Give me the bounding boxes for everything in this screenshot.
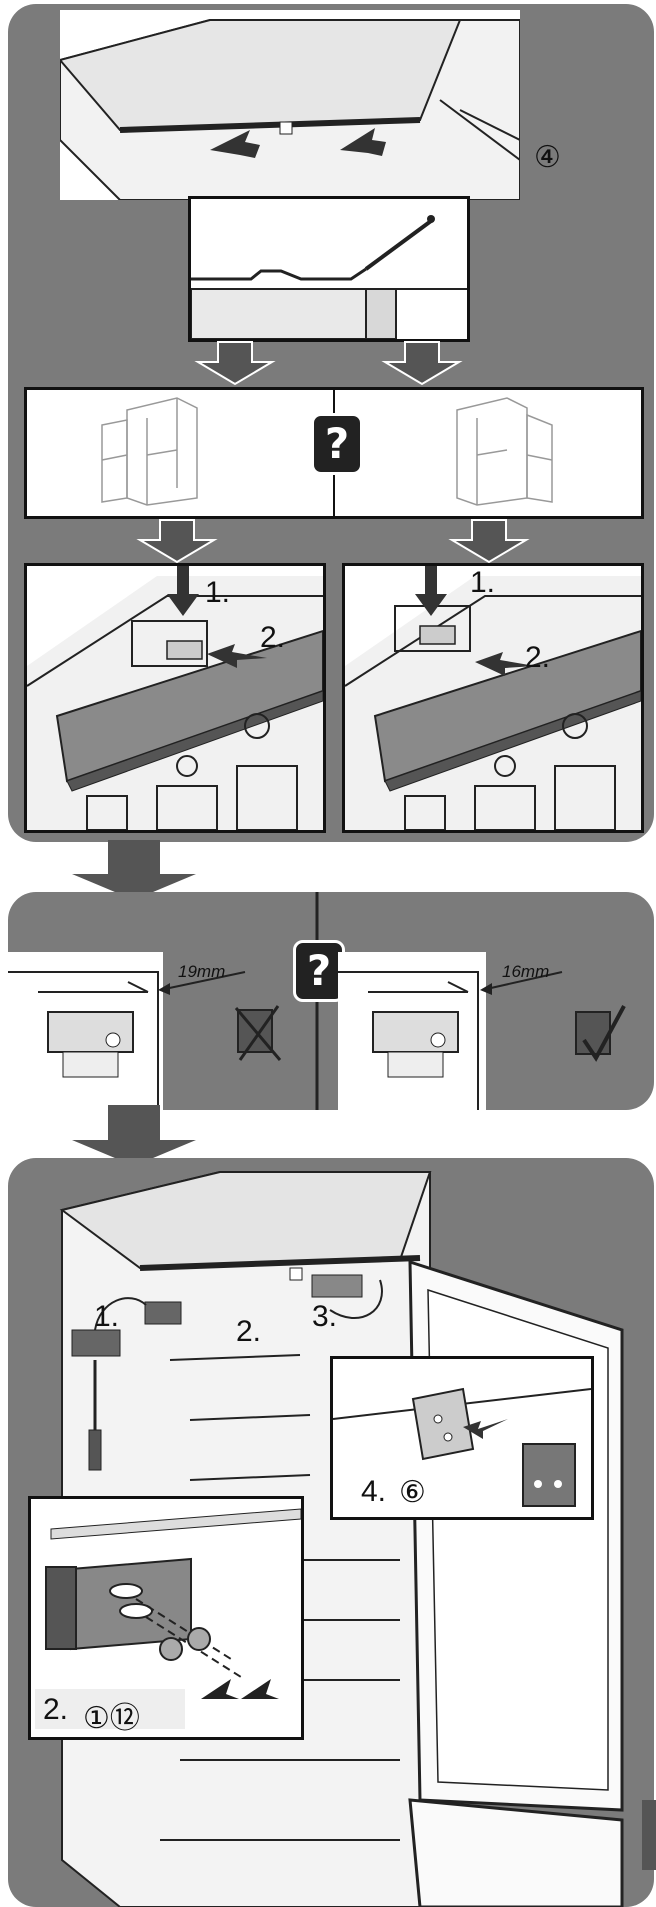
hinge-cover-step-number: 4. xyxy=(361,1475,386,1509)
hinge-detail-drawing xyxy=(191,199,467,339)
part-numbers-1-12: ①⑫ xyxy=(83,1693,140,1737)
right-hinge-measure-drawing xyxy=(338,952,486,1110)
screws-label: 2. xyxy=(236,1315,261,1349)
slide-cover-label: 3. xyxy=(312,1300,337,1334)
measure-label-16mm: 16mm xyxy=(502,962,549,982)
measure-label-19mm: 19mm xyxy=(178,962,225,982)
screw-detail-inset: 2. ①⑫ xyxy=(28,1496,304,1740)
press-step-label: 1. xyxy=(470,566,495,600)
cross-mark-icon xyxy=(234,1002,286,1064)
step-badge: ④ xyxy=(534,140,561,175)
remove-cover-label: 1. xyxy=(94,1300,119,1334)
hinge-detail-box xyxy=(188,196,470,342)
left-measure-illustration xyxy=(8,952,163,1110)
question-mark-icon: ? xyxy=(311,413,363,475)
right-hinge-option: 1. 2. xyxy=(342,563,644,833)
press-step-label: 1. xyxy=(205,576,230,610)
fridge-top-drawing xyxy=(60,10,520,200)
left-hinge-drawing xyxy=(27,566,323,830)
push-step-label: 2. xyxy=(260,621,285,655)
fridge-top-illustration xyxy=(60,10,520,200)
left-hinge-option: 1. 2. xyxy=(24,563,326,833)
left-hinge-measure-drawing xyxy=(8,952,163,1110)
check-mark-icon xyxy=(572,1002,628,1064)
right-hinge-drawing xyxy=(345,566,641,830)
push-step-label: 2. xyxy=(525,641,550,675)
right-measure-illustration xyxy=(338,952,486,1110)
screw-step-number: 2. xyxy=(43,1693,68,1727)
part-number-6: ⑥ xyxy=(399,1475,426,1510)
hinge-cover-detail-box: 4. ⑥ xyxy=(330,1356,594,1520)
